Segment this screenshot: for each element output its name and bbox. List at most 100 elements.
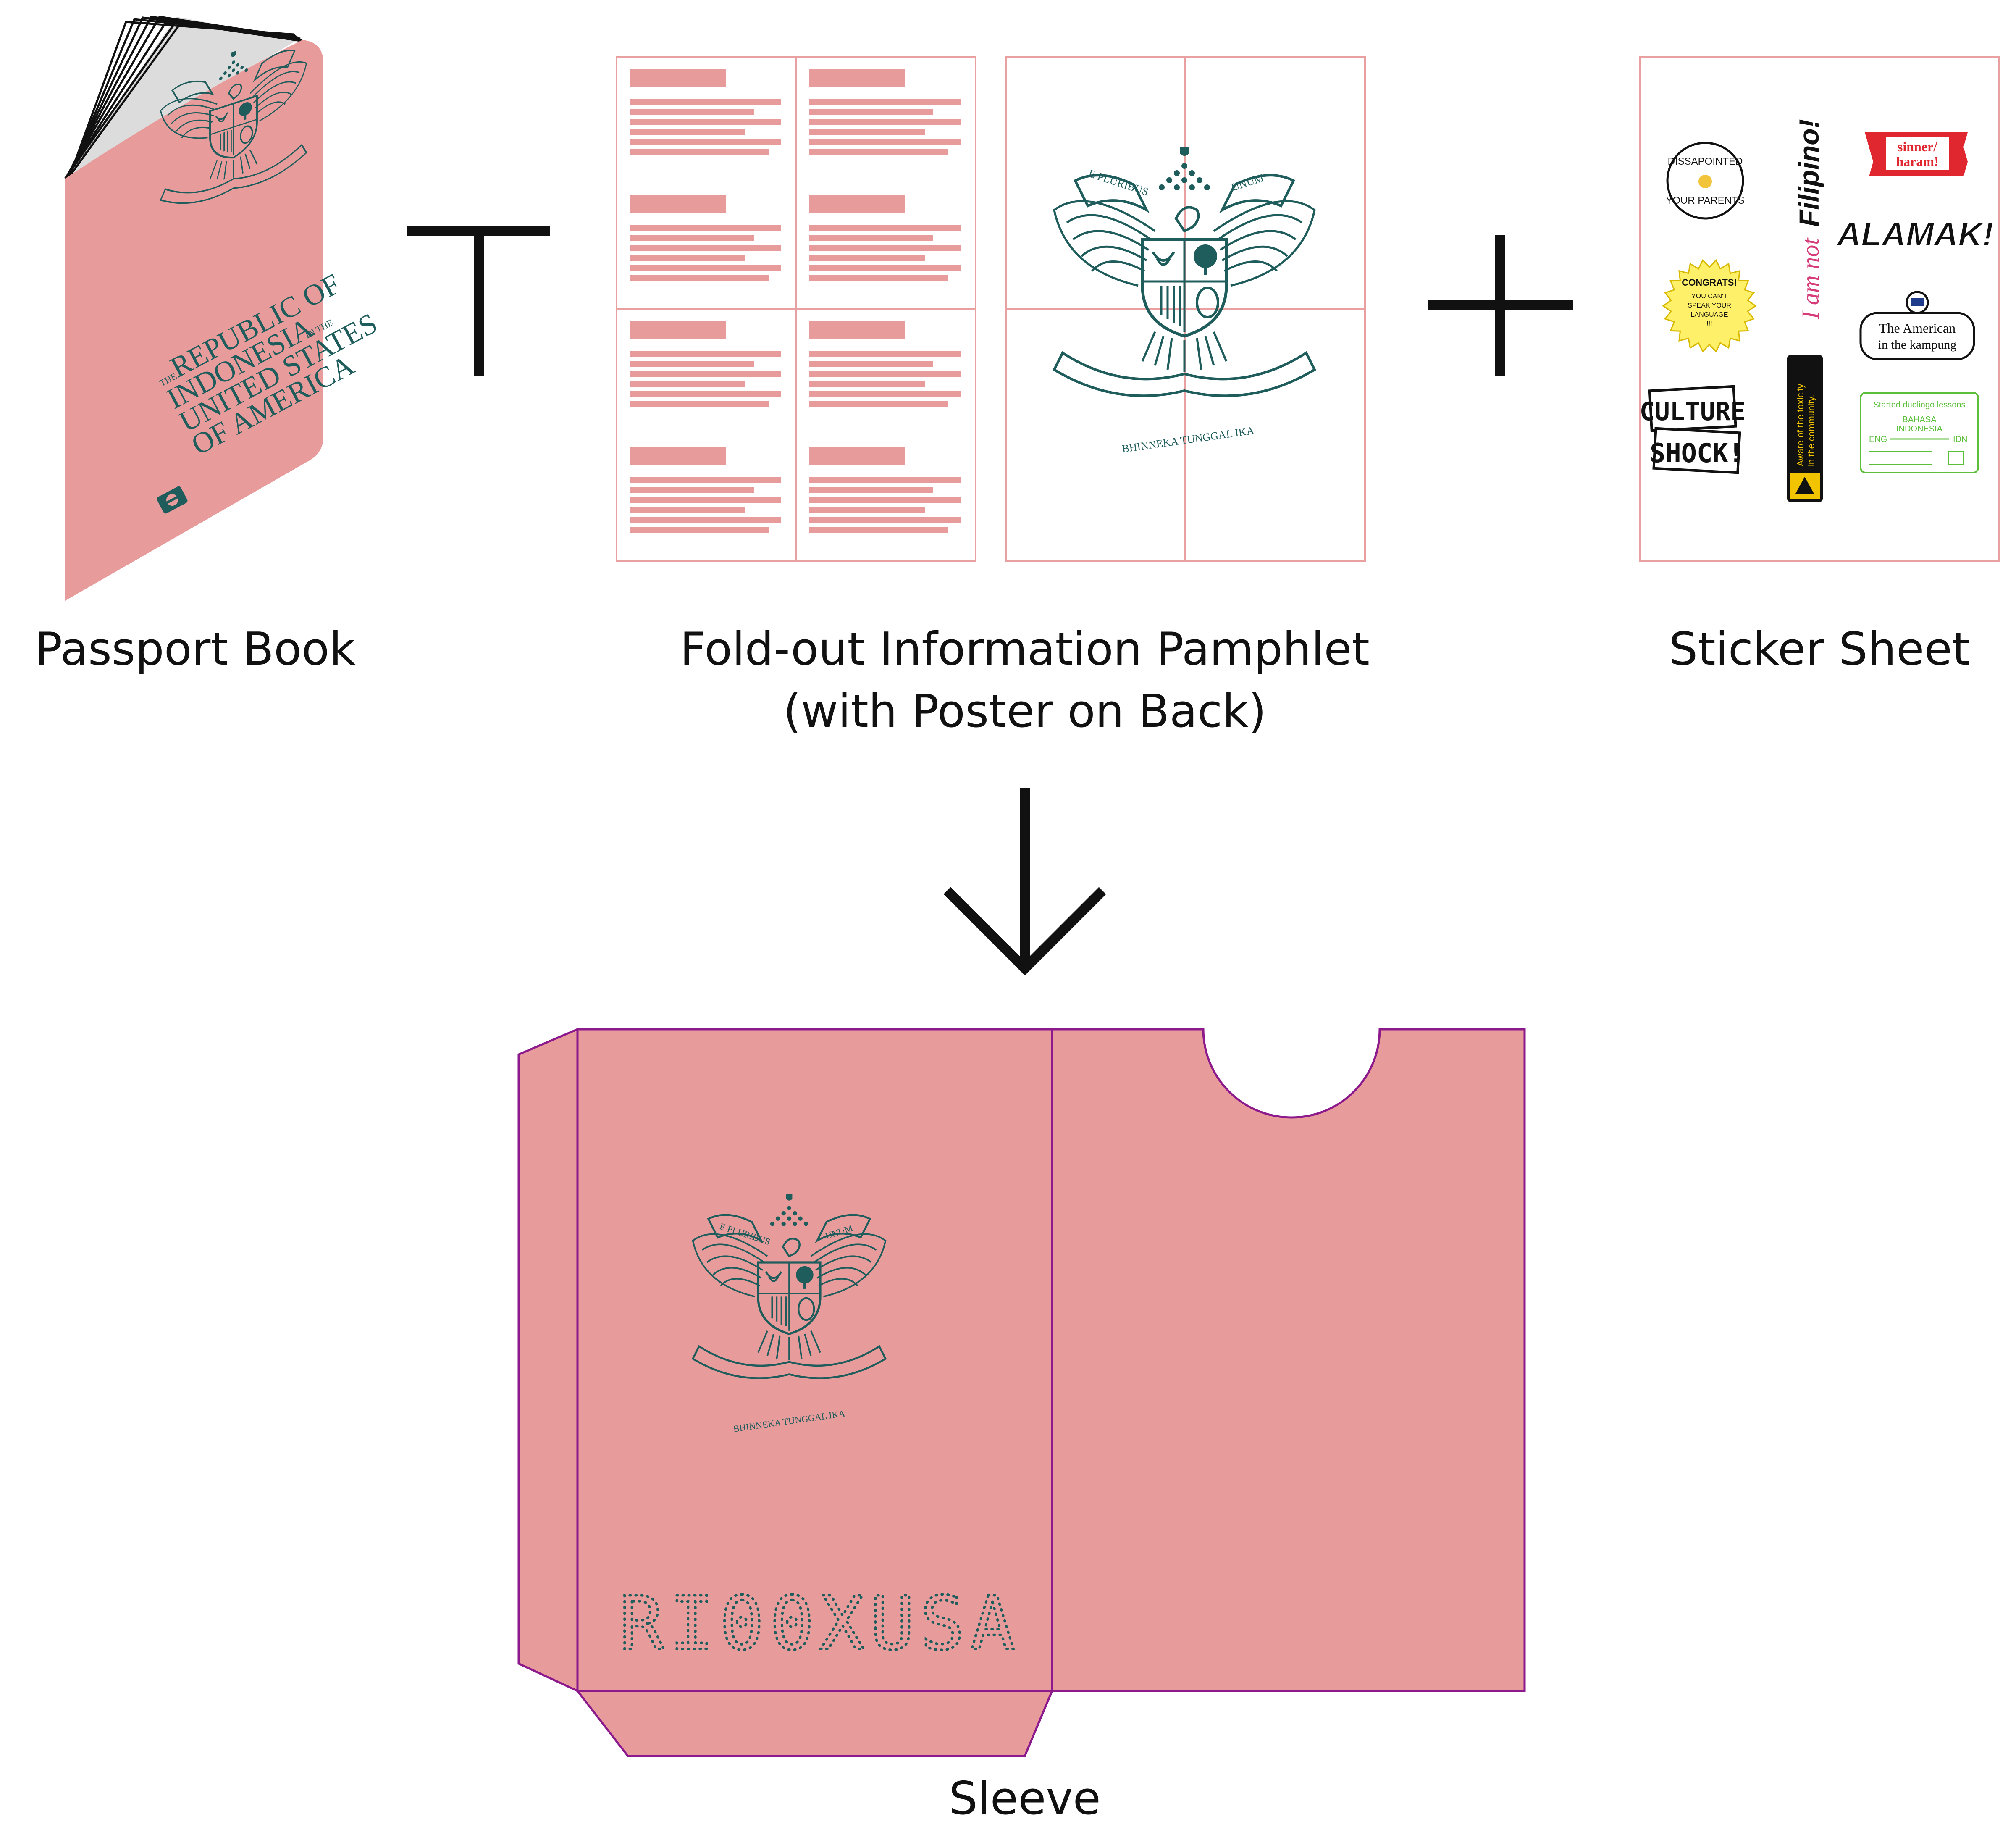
sticker-dissapointed: DISSAPOINTED YOUR PARENTS xyxy=(1666,142,1745,220)
placeholder-line xyxy=(630,265,781,271)
sticker-filipino: Filipino! xyxy=(1793,119,1824,227)
placeholder-line xyxy=(630,245,781,251)
sticker-duolingo-from: ENG xyxy=(1869,435,1887,444)
placeholder-line xyxy=(809,245,961,251)
placeholder-line xyxy=(630,517,781,523)
placeholder-line xyxy=(630,497,781,503)
pamphlet-poster: E PLURIBUS UNUM BHINNEKA TUNGGAL IKA xyxy=(1005,56,1366,562)
caption-pamphlet-line1: Fold-out Information Pamphlet xyxy=(680,623,1370,676)
sticker-duolingo-to: IDN xyxy=(1953,435,1967,444)
placeholder-line xyxy=(630,235,754,241)
sticker-shock: SHOCK! xyxy=(1650,438,1744,468)
sticker-dissapointed-bottom: YOUR PARENTS xyxy=(1666,195,1745,206)
placeholder-line xyxy=(630,391,781,397)
placeholder-line xyxy=(809,391,961,397)
sleeve: E PLURIBUS UNUM BHINNEKA TUNGGAL IKA RI0… xyxy=(517,1028,1526,1757)
placeholder-line xyxy=(630,225,781,231)
placeholder-line xyxy=(809,99,961,105)
sticker-congrats-l2: SPEAK YOUR xyxy=(1688,302,1731,309)
placeholder-heading xyxy=(630,69,726,87)
sticker-sheet: DISSAPOINTED YOUR PARENTS I am not Filip… xyxy=(1639,56,2000,562)
placeholder-heading xyxy=(630,321,726,339)
plus-icon xyxy=(407,226,550,376)
sticker-toxicity-line1: Aware of the toxicity xyxy=(1795,384,1806,466)
sticker-sinner-haram: sinner/ haram! xyxy=(1865,132,1968,176)
placeholder-line xyxy=(809,351,961,357)
placeholder-line xyxy=(809,109,933,115)
caption-sleeve: Sleeve xyxy=(949,1772,1101,1825)
placeholder-line xyxy=(630,139,781,145)
sticker-dissapointed-top: DISSAPOINTED xyxy=(1668,156,1743,167)
sticker-duolingo-l1: BAHASA xyxy=(1902,415,1937,424)
sleeve-code: RI00XUSA xyxy=(620,1581,1021,1667)
sticker-toxicity: Aware of the toxicity in the community. xyxy=(1787,355,1823,502)
placeholder-line xyxy=(809,477,961,483)
pamphlet-front xyxy=(616,56,976,562)
passport-book: THE REPUBLIC OF INDONESIA IN THE UNITED … xyxy=(64,16,383,601)
placeholder-line xyxy=(630,129,746,135)
placeholder-line xyxy=(630,527,769,533)
placeholder-line xyxy=(630,381,746,387)
placeholder-line xyxy=(630,149,769,155)
placeholder-line xyxy=(809,381,925,387)
passport-page-edges xyxy=(64,16,304,179)
placeholder-heading xyxy=(809,447,905,465)
caption-pamphlet-line2: (with Poster on Back) xyxy=(783,685,1266,738)
sticker-toxicity-line2: in the community. xyxy=(1806,394,1816,466)
placeholder-line xyxy=(630,361,754,367)
plus-icon xyxy=(1428,235,1573,376)
warning-icon xyxy=(1796,477,1814,494)
caption-passport-book: Passport Book xyxy=(35,623,356,676)
sticker-sinner-line1: sinner/ xyxy=(1898,139,1937,154)
sticker-not-filipino: I am not Filipino! xyxy=(1793,119,1824,320)
placeholder-line xyxy=(809,487,933,493)
exit-icon xyxy=(1948,451,1964,465)
placeholder-heading xyxy=(630,195,726,213)
sticker-congrats-l4: !!! xyxy=(1706,321,1712,328)
placeholder-line xyxy=(809,361,933,367)
sleeve-left-flap xyxy=(517,1028,579,1693)
placeholder-line xyxy=(630,487,754,493)
sticker-american-line2: in the kampung xyxy=(1878,338,1957,352)
placeholder-line xyxy=(630,99,781,105)
arrow-down-icon xyxy=(943,788,1106,975)
sticker-duolingo-top: Started duolingo lessons xyxy=(1873,400,1965,410)
caption-sticker-sheet: Sticker Sheet xyxy=(1669,623,1970,676)
sticker-congrats-l1: YOU CAN'T xyxy=(1691,293,1727,300)
placeholder-line xyxy=(809,119,961,125)
placeholder-line xyxy=(809,507,925,513)
placeholder-heading xyxy=(809,69,905,87)
placeholder-line xyxy=(630,119,781,125)
placeholder-line xyxy=(630,351,781,357)
sleeve-front-panel xyxy=(576,1028,1053,1692)
sticker-congrats: CONGRATS! YOU CAN'T SPEAK YOUR LANGUAGE … xyxy=(1662,259,1757,353)
flag-icon xyxy=(1911,298,1924,306)
sticker-alamak: ALAMAK! xyxy=(1836,216,1993,253)
placeholder-line xyxy=(809,275,948,281)
sticker-american-line1: The American xyxy=(1879,321,1956,336)
placeholder-line xyxy=(809,149,948,155)
placeholder-line xyxy=(809,497,961,503)
placeholder-line xyxy=(630,275,769,281)
placeholder-line xyxy=(630,371,781,377)
placeholder-heading xyxy=(809,195,905,213)
placeholder-line xyxy=(809,527,948,533)
placeholder-line xyxy=(630,507,746,513)
placeholder-line xyxy=(809,129,925,135)
placeholder-line xyxy=(809,139,961,145)
sticker-culture-shock: CULTURE SHOCK! xyxy=(1640,385,1746,474)
placeholder-line xyxy=(809,265,961,271)
sticker-i-am-not: I am not xyxy=(1797,237,1824,320)
sticker-sinner-line2: haram! xyxy=(1896,154,1938,169)
placeholder-line xyxy=(630,255,746,261)
sticker-congrats-title: CONGRATS! xyxy=(1682,277,1737,288)
placeholder-line xyxy=(809,401,948,407)
sticker-duolingo: Started duolingo lessons BAHASA INDONESI… xyxy=(1860,392,1979,473)
sticker-duolingo-l2: INDONESIA xyxy=(1896,424,1943,434)
placeholder-line xyxy=(809,255,925,261)
placeholder-line xyxy=(809,225,961,231)
placeholder-line xyxy=(630,477,781,483)
pamphlet-text-blocks xyxy=(630,69,961,533)
placeholder-line xyxy=(809,371,961,377)
